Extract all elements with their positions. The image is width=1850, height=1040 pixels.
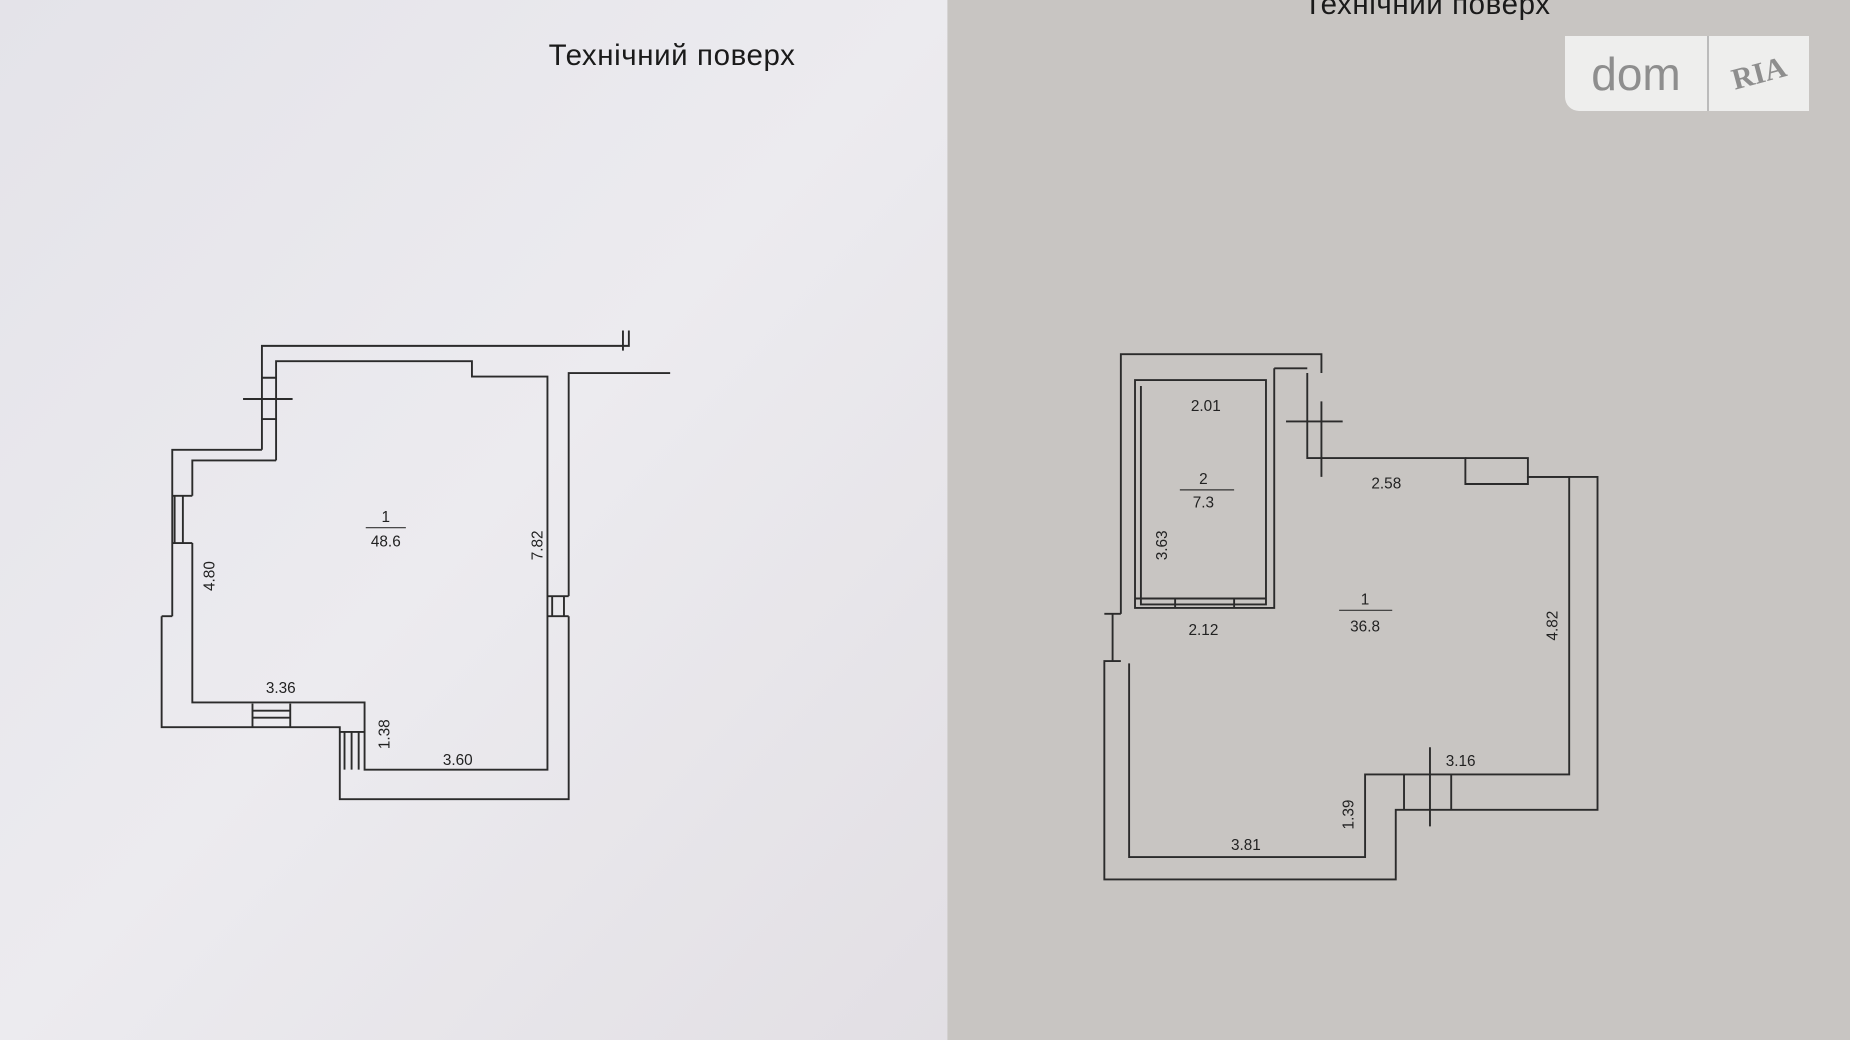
dim-label: 3.36 xyxy=(266,680,296,697)
room1-number: 1 xyxy=(1361,591,1370,608)
right-sheet-title: Технічний поверх xyxy=(1304,0,1551,21)
room-2-walls xyxy=(1134,367,1308,609)
dim-label: 2.01 xyxy=(1191,398,1221,415)
dim-label: 3.63 xyxy=(1154,530,1171,560)
dom-ria-watermark: dom RIA xyxy=(1565,36,1809,111)
watermark-dom: dom xyxy=(1565,36,1709,111)
dim-label: 3.60 xyxy=(443,752,473,769)
dim-label: 3.16 xyxy=(1446,753,1476,770)
dim-label: 2.12 xyxy=(1189,622,1219,639)
watermark-ria: RIA xyxy=(1728,49,1790,97)
left-stairs-1 xyxy=(251,703,292,728)
dim-label: 1.39 xyxy=(1340,800,1357,830)
room2-number: 2 xyxy=(1199,471,1208,488)
dim-label: 4.80 xyxy=(202,561,219,591)
left-sheet-paper xyxy=(0,0,948,1040)
dim-label: 1.38 xyxy=(376,719,393,749)
dim-label: 2.58 xyxy=(1371,476,1401,493)
left-sheet-title: Технічний поверх xyxy=(549,39,796,72)
right-sheet-paper xyxy=(947,0,1850,1040)
dim-label: 4.82 xyxy=(1544,611,1561,641)
room1-area: 36.8 xyxy=(1350,619,1380,636)
dim-label: 3.81 xyxy=(1231,837,1261,854)
left-floor-plan xyxy=(160,330,671,801)
right-floor-plan xyxy=(1103,353,1599,881)
dim-label: 7.82 xyxy=(530,530,547,560)
room-number: 1 xyxy=(382,509,391,526)
room2-area: 7.3 xyxy=(1193,495,1214,512)
right-door-mark-bottom xyxy=(1403,747,1453,827)
left-door-mark xyxy=(243,376,293,421)
left-stairs-2 xyxy=(339,730,365,770)
room-area: 48.6 xyxy=(371,534,401,551)
